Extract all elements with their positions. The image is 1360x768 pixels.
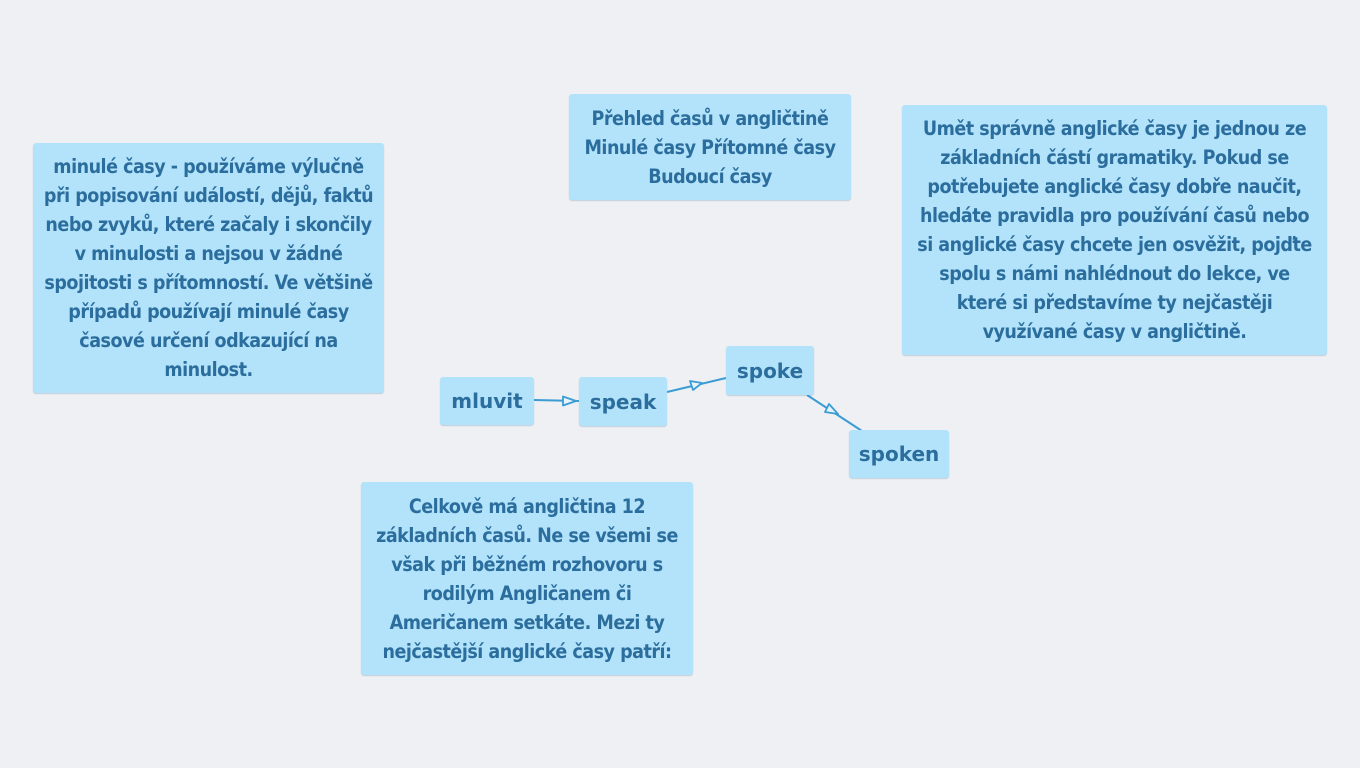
arrowhead-spoken — [824, 403, 839, 415]
overview-text: Přehled časů v angličtině Minulé časy Př… — [584, 106, 836, 188]
speak-label: speak — [589, 389, 657, 414]
intro-text: Umět správně anglické časy je jednou ze … — [917, 117, 1312, 343]
tense-count-text: Celkově má angličtina 12 základních časů… — [376, 494, 678, 663]
mluvit-label: mluvit — [451, 389, 523, 413]
mluvit-node[interactable]: mluvit — [440, 377, 534, 425]
overview-node[interactable]: Přehled časů v angličtině Minulé časy Př… — [569, 94, 851, 200]
arrowhead-spoke — [689, 380, 703, 391]
intro-node[interactable]: Umět správně anglické časy je jednou ze … — [902, 105, 1327, 355]
spoke-node[interactable]: spoke — [726, 346, 814, 395]
spoken-node[interactable]: spoken — [849, 430, 949, 478]
spoken-label: spoken — [858, 442, 940, 466]
speak-node[interactable]: speak — [579, 377, 667, 426]
tense-count-node[interactable]: Celkově má angličtina 12 základních časů… — [361, 482, 693, 675]
past-tenses-text: minulé časy - používáme výlučně při popi… — [43, 155, 374, 381]
arrowhead-speak — [562, 395, 577, 407]
spoke-label: spoke — [736, 358, 804, 383]
past-tenses-node[interactable]: minulé časy - používáme výlučně při popi… — [33, 143, 384, 393]
